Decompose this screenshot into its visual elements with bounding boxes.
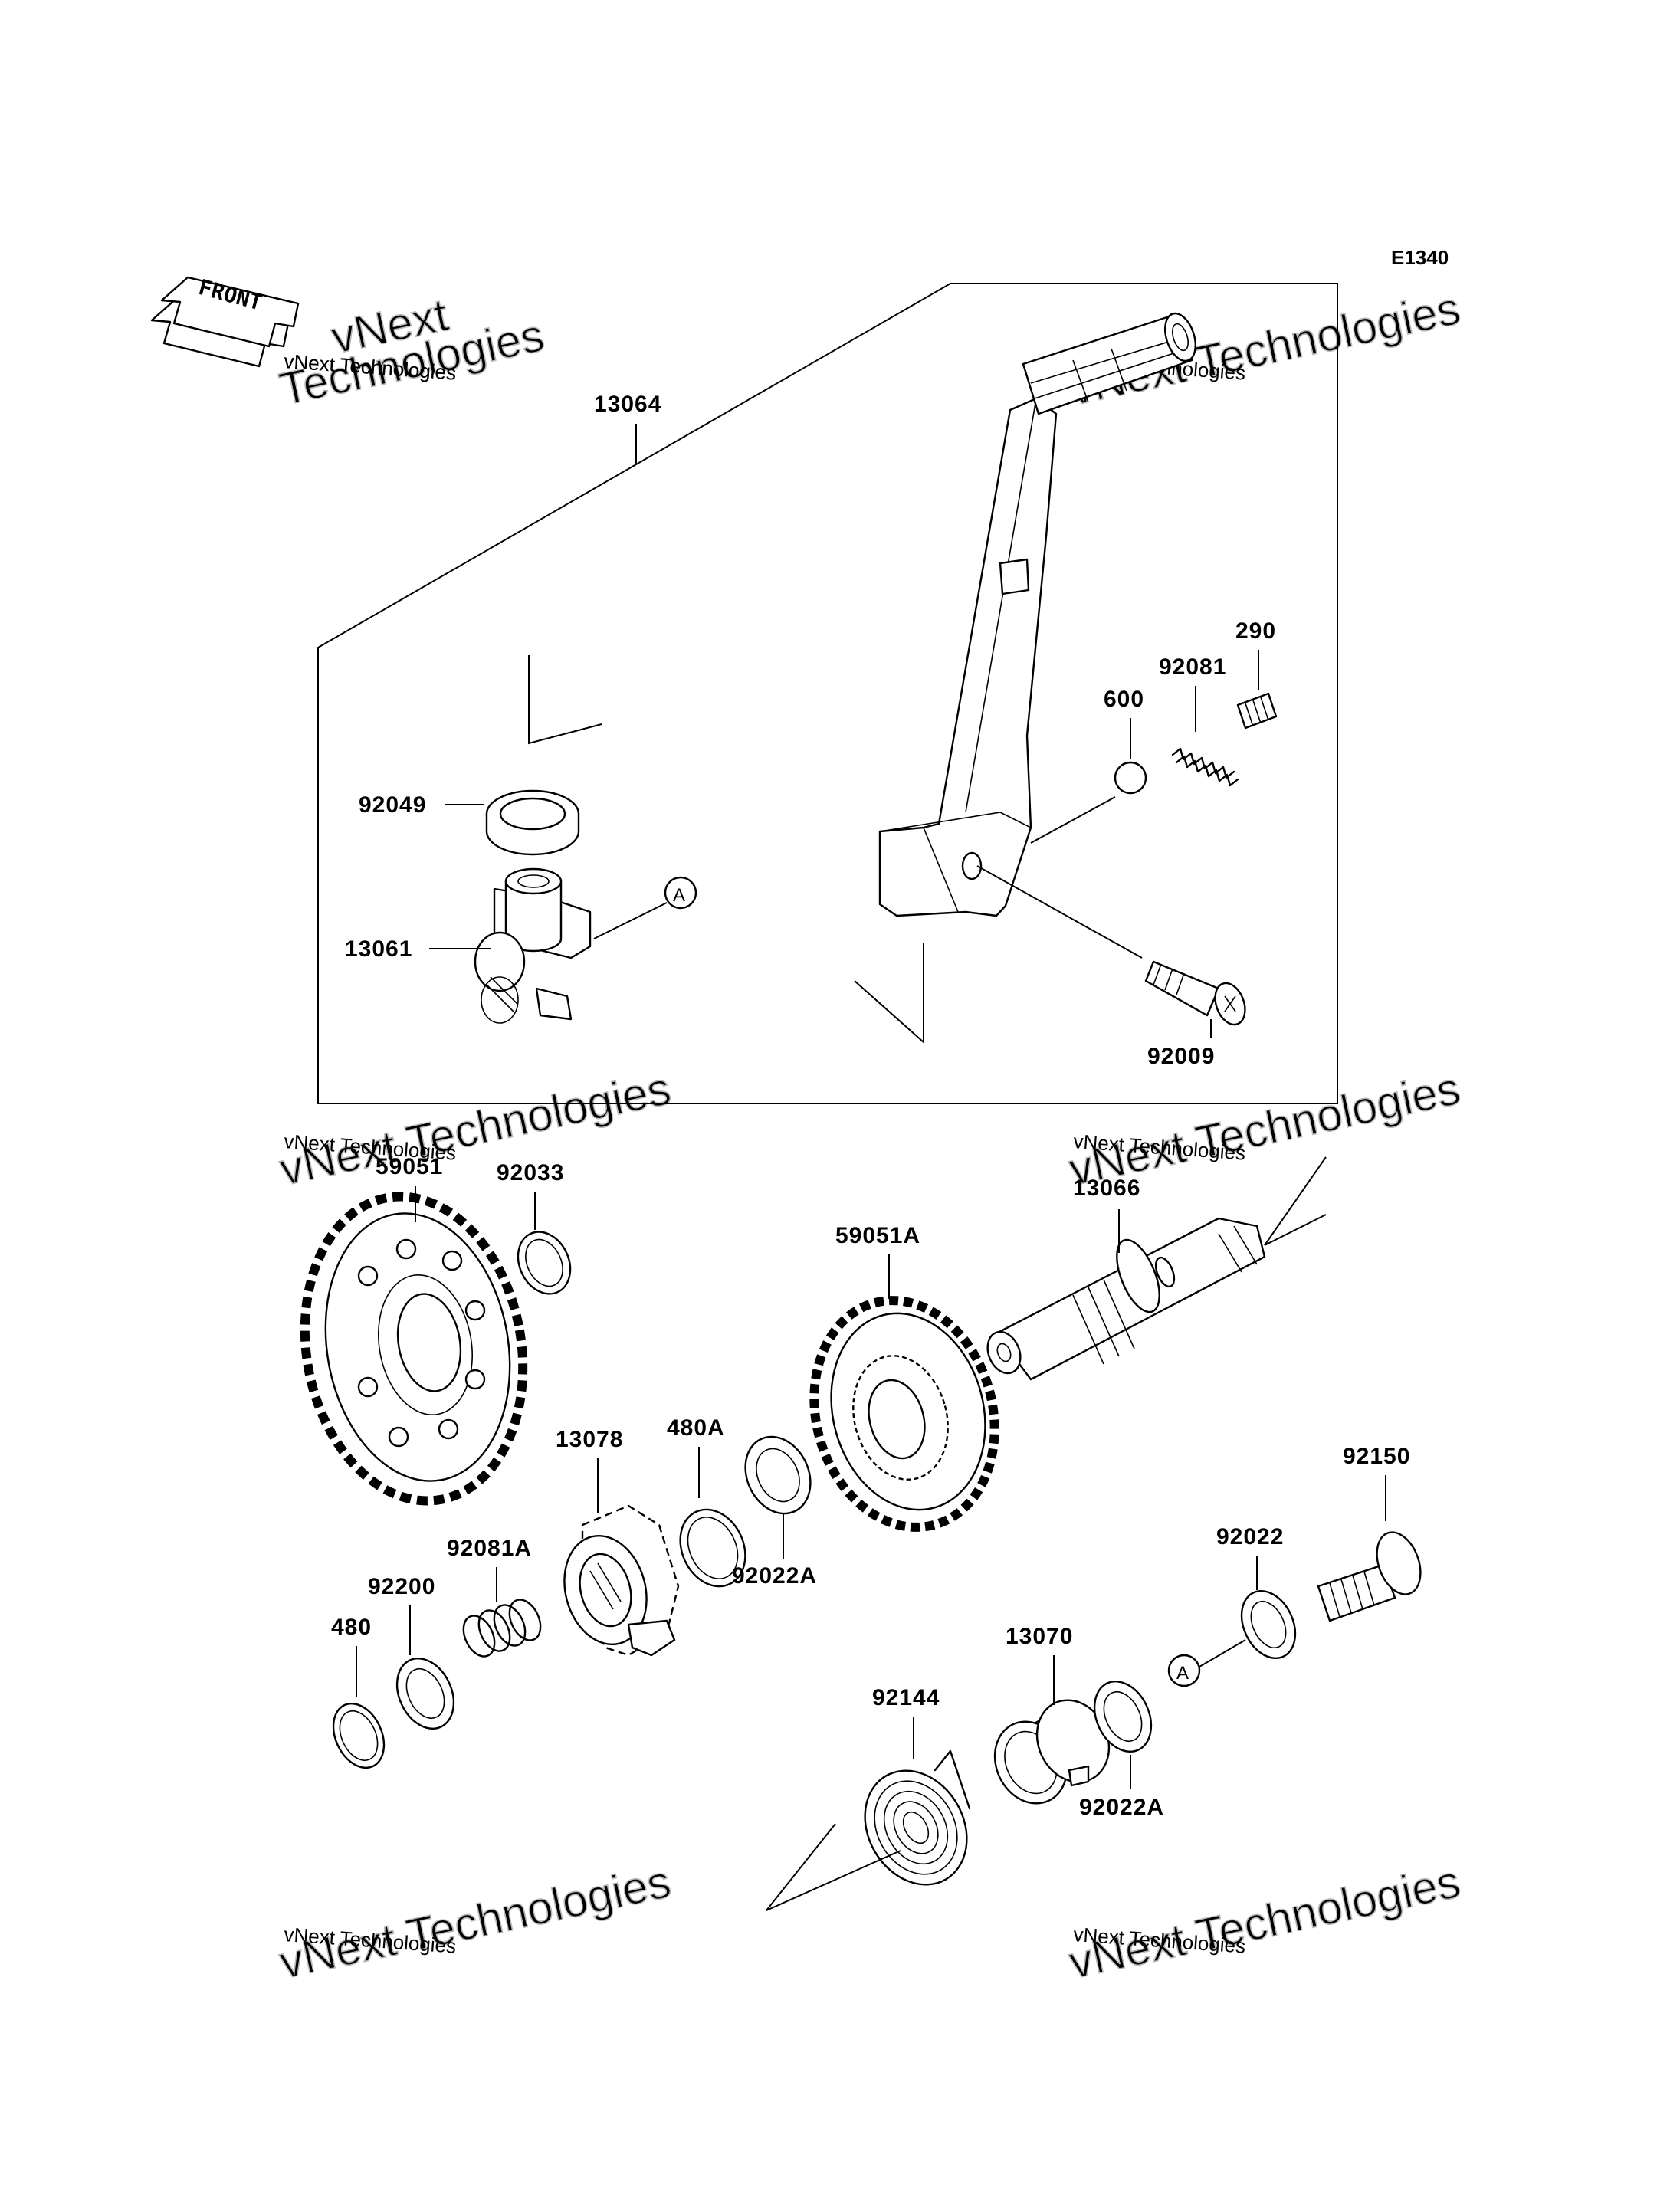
ref-mark-a-top-label: A <box>673 885 685 906</box>
boss-13061 <box>474 867 592 1024</box>
assembly-box-outline <box>317 283 1338 1104</box>
svg-text:vNext Technologies: vNext Technologies <box>275 1855 675 1988</box>
circlip-92033 <box>517 1231 572 1295</box>
part-label-92033: 92033 <box>497 1160 564 1185</box>
part-label-480A: 480A <box>667 1415 725 1441</box>
part-label-59051: 59051 <box>376 1154 443 1179</box>
part-label-92009: 92009 <box>1147 1044 1215 1069</box>
guide-line-spring <box>766 1823 901 1911</box>
part-label-92200: 92200 <box>368 1574 435 1599</box>
pin-290 <box>1236 692 1278 730</box>
ratchet-13078 <box>563 1504 680 1657</box>
svg-text:vNext Technologies: vNext Technologies <box>1065 1855 1465 1988</box>
collar-13070 <box>993 1699 1111 1805</box>
gear-59051 <box>300 1192 528 1506</box>
leader-ref-a-top <box>593 902 668 939</box>
part-label-59051A: 59051A <box>835 1223 920 1248</box>
watermark-mid-left: vNext Technologies vNext Technologies <box>274 1061 675 1195</box>
part-label-92049: 92049 <box>359 792 426 818</box>
svg-text:vNext Technologies: vNext Technologies <box>275 1062 675 1195</box>
watermark-top-left: vNext Technologies <box>274 287 550 416</box>
part-label-92081A: 92081A <box>447 1536 532 1561</box>
part-label-13070: 13070 <box>1006 1624 1073 1649</box>
part-label-290: 290 <box>1235 618 1276 644</box>
washer-92022 <box>1240 1589 1297 1660</box>
part-label-600: 600 <box>1104 687 1144 712</box>
part-label-92081: 92081 <box>1159 654 1226 680</box>
spring-92081A <box>462 1599 542 1658</box>
guide-line-bolt <box>976 865 1143 959</box>
kick-spring-92144 <box>864 1749 971 1886</box>
watermark-bottom-right: vNext Technologies vNext Technologies <box>1064 1854 1465 1989</box>
gear-59051A <box>809 1296 999 1532</box>
washer-92022A-lower <box>1093 1680 1153 1753</box>
bolt-92009 <box>1144 960 1246 1026</box>
leader-ref-a-bottom <box>1199 1639 1246 1667</box>
part-label-92022: 92022 <box>1216 1524 1284 1549</box>
ref-mark-a-top <box>664 876 697 910</box>
circlip-480 <box>332 1702 386 1769</box>
guide-line-lever <box>854 943 924 1044</box>
part-label-480: 480 <box>331 1615 372 1640</box>
guide-line-ball <box>1030 796 1116 844</box>
washer-92200 <box>395 1657 455 1730</box>
part-label-92022A-upper: 92022A <box>732 1563 817 1589</box>
ref-mark-a-bottom <box>1167 1654 1201 1687</box>
spring-92081 <box>1171 747 1239 787</box>
part-label-92022A-lower: 92022A <box>1079 1795 1164 1820</box>
part-label-92150: 92150 <box>1343 1444 1410 1469</box>
bolt-92150 <box>1317 1531 1422 1622</box>
oil-seal-92049 <box>485 789 580 856</box>
diagram-code: E1340 <box>1391 246 1449 269</box>
circlip-480A <box>679 1508 746 1588</box>
kick-pedal-lever <box>878 312 1196 917</box>
guide-line-seal <box>528 655 602 745</box>
front-arrow-icon: FRONT <box>150 274 300 368</box>
part-label-92144: 92144 <box>872 1685 940 1710</box>
part-label-13064: 13064 <box>594 392 661 417</box>
watermark-bottom-left: vNext Technologies vNext Technologies <box>274 1854 675 1989</box>
part-label-13061: 13061 <box>345 936 412 962</box>
part-label-13066: 13066 <box>1073 1176 1140 1201</box>
ball-600 <box>1114 761 1147 795</box>
guide-line-shaft <box>1264 1156 1327 1246</box>
part-label-13078: 13078 <box>556 1427 623 1452</box>
shaft-13066 <box>986 1217 1266 1381</box>
washer-92022A-upper <box>744 1435 812 1515</box>
ref-mark-a-bottom-label: A <box>1176 1663 1189 1684</box>
